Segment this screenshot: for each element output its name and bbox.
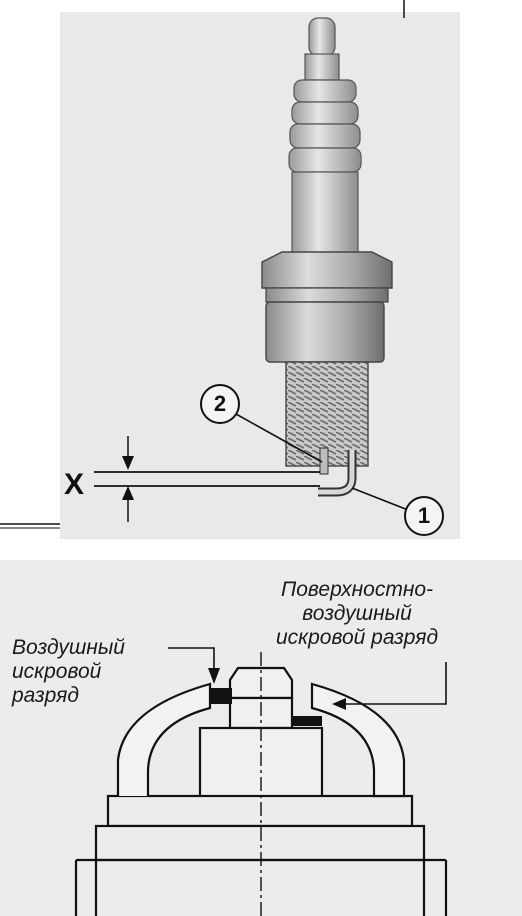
callout-1: 1 bbox=[404, 496, 444, 536]
air-spark-label-line: разряд bbox=[12, 684, 79, 707]
air-spark-gap bbox=[210, 688, 232, 704]
air-spark-label-line: Воздушный bbox=[12, 636, 125, 659]
air-spark-label: Воздушный искровой разряд bbox=[12, 636, 125, 708]
leader-line-1 bbox=[351, 487, 409, 511]
surface-air-spark-label: Поверхностно- воздушный искровой разряд bbox=[276, 578, 438, 650]
surface-air-spark-gap bbox=[292, 716, 322, 726]
surface-air-spark-label-line: Поверхностно- bbox=[281, 578, 434, 601]
spark-plug bbox=[261, 17, 393, 497]
label-leaders bbox=[168, 647, 447, 710]
gap-label: X bbox=[64, 468, 85, 501]
surface-air-spark-label-line: воздушный bbox=[302, 602, 412, 625]
gap-measurement bbox=[94, 436, 320, 522]
surface-air-spark-label-line: искровой разряд bbox=[276, 626, 439, 649]
air-spark-label-line: искровой bbox=[12, 660, 102, 683]
leader-line-2 bbox=[235, 413, 323, 463]
spark-plug-photo-panel bbox=[60, 12, 460, 539]
callout-2: 2 bbox=[200, 384, 240, 424]
